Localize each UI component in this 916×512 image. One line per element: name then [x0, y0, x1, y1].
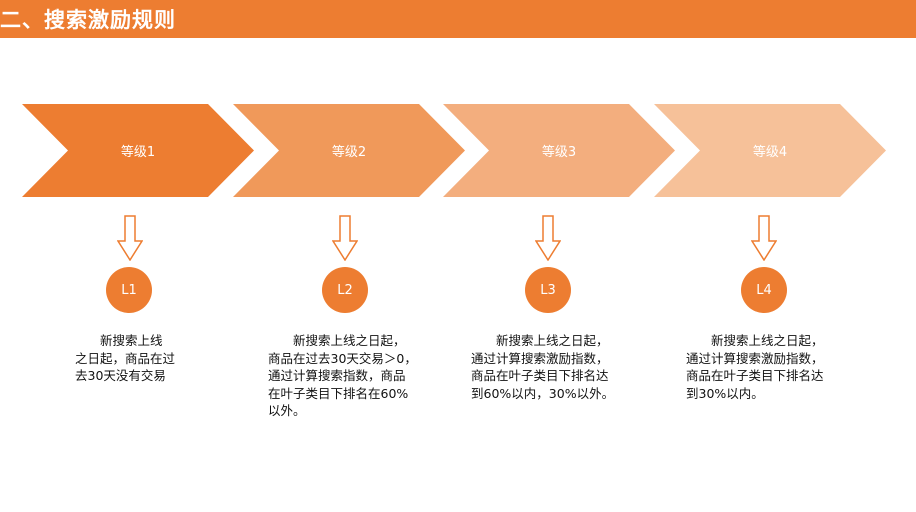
level-3-badge: L3	[525, 267, 571, 313]
level-4-description: 新搜索上线之日起， 通过计算搜索激励指数， 商品在叶子类目下排名达 到30%以内…	[686, 333, 824, 401]
title-bar: 二、搜索激励规则	[0, 0, 916, 38]
down-arrow-icon	[332, 215, 358, 261]
chevron-shape	[443, 104, 675, 197]
level-3-label: 等级3	[541, 145, 577, 160]
chevron-shape	[233, 104, 465, 197]
down-arrow-icon	[751, 215, 777, 261]
down-arrow-icon	[535, 215, 561, 261]
level-4-badge: L4	[741, 267, 787, 313]
level-2-description: 新搜索上线之日起， 商品在过去30天交易＞0， 通过计算搜索指数，商品 在叶子类…	[268, 333, 417, 418]
level-2-label: 等级2	[331, 145, 367, 160]
level-1-badge: L1	[106, 267, 152, 313]
chevron-shape	[22, 104, 254, 197]
down-arrow-icon	[117, 215, 143, 261]
level-1-description: 新搜索上线 之日起，商品在过 去30天没有交易	[75, 333, 176, 383]
page-title: 二、搜索激励规则	[0, 8, 176, 32]
level-1-label: 等级1	[120, 145, 156, 160]
level-3-description: 新搜索上线之日起， 通过计算搜索激励指数， 商品在叶子类目下排名达 到60%以内…	[471, 333, 615, 401]
level-4-chevron: 等级4	[654, 104, 886, 197]
level-2-badge: L2	[322, 267, 368, 313]
level-4-label: 等级4	[752, 145, 788, 160]
level-1-chevron: 等级1	[22, 104, 254, 197]
chevron-shape	[654, 104, 886, 197]
level-3-chevron: 等级3	[443, 104, 675, 197]
level-2-chevron: 等级2	[233, 104, 465, 197]
